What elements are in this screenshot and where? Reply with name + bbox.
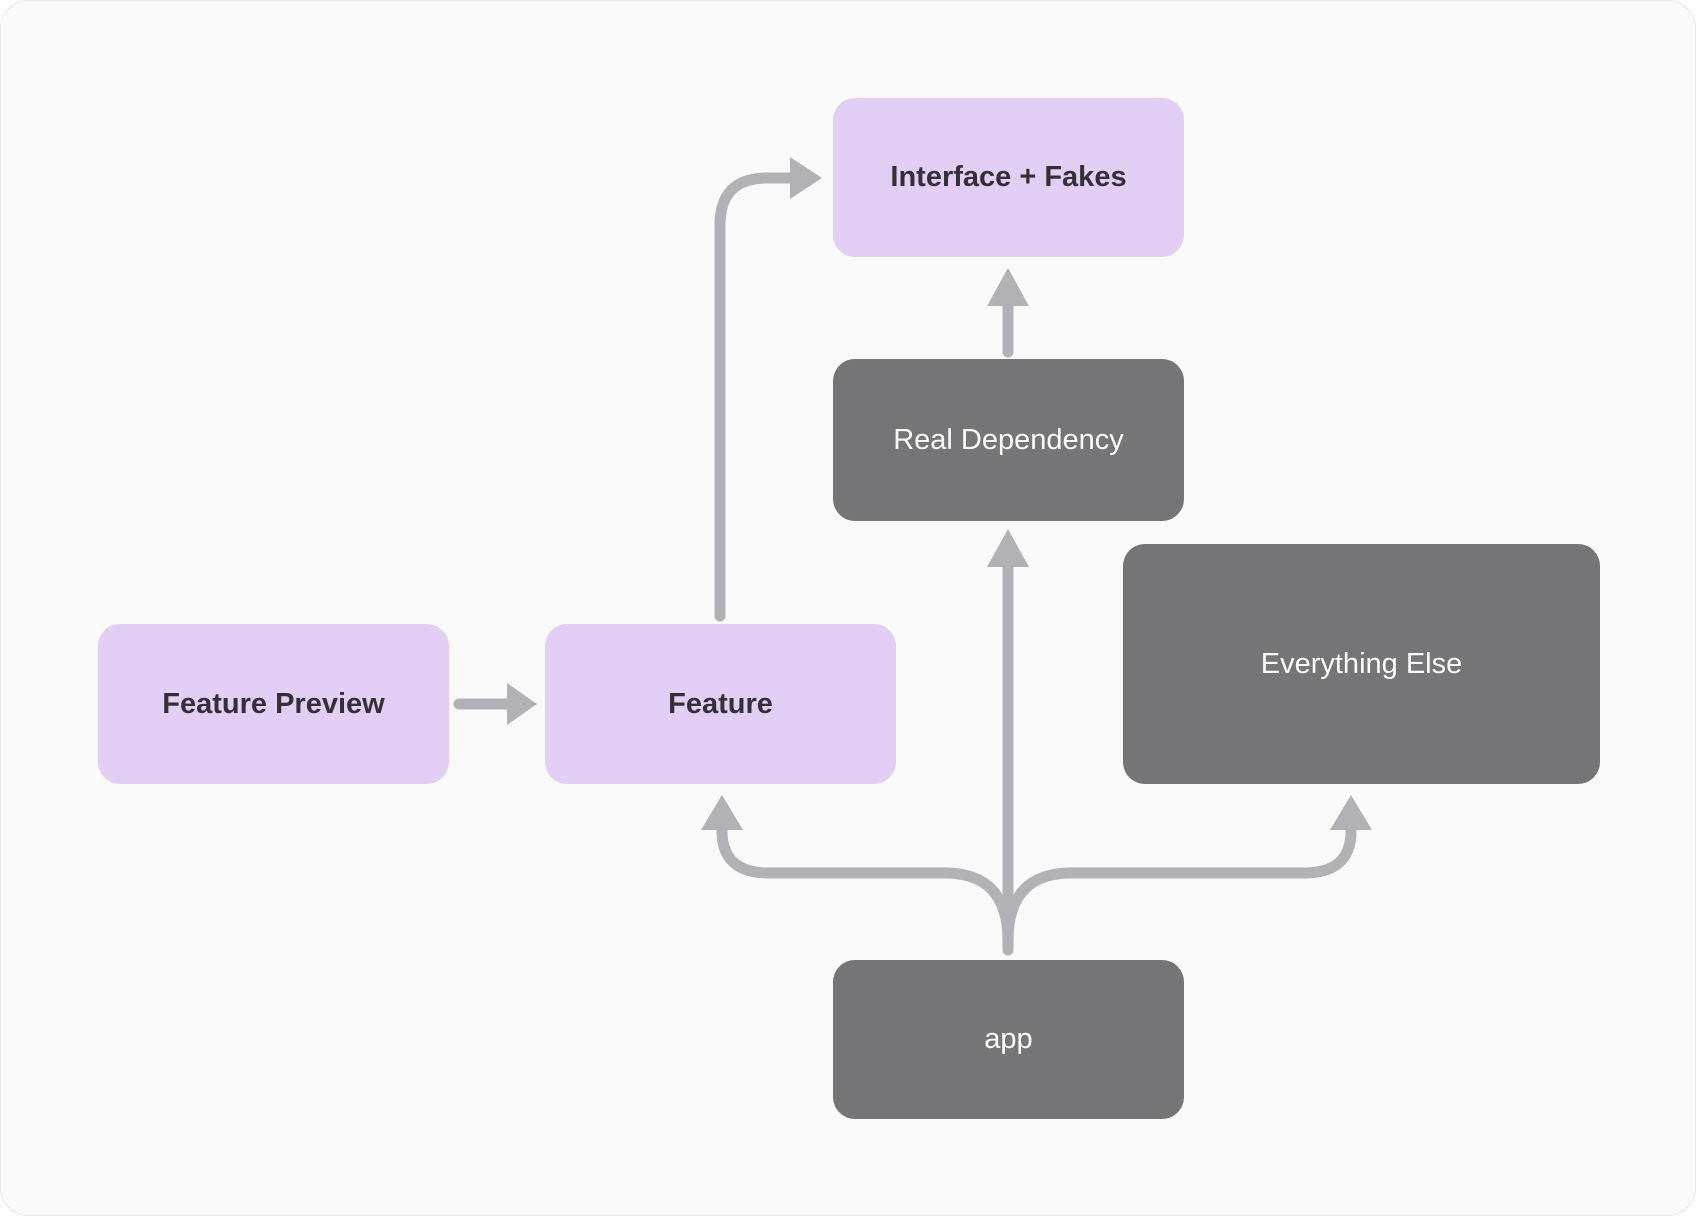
arrow-app-to-feature [701,795,1014,947]
arrow-real-dependency-to-interface-fakes [987,268,1029,358]
arrow-app-to-real-dependency [987,529,1029,956]
node-everything-else: Everything Else [1123,544,1600,784]
node-interface-fakes: Interface + Fakes [833,98,1184,257]
node-app-label: app [984,1023,1033,1056]
node-everything-else-label: Everything Else [1260,647,1463,680]
arrow-app-to-everything-else [1002,795,1372,947]
node-real-dependency-label: Real Dependency [893,423,1124,456]
node-app: app [833,960,1184,1119]
node-feature-preview: Feature Preview [98,624,449,784]
arrow-feature-to-interface-fakes [714,157,822,622]
node-interface-fakes-label: Interface + Fakes [890,161,1127,194]
node-real-dependency: Real Dependency [833,359,1184,521]
arrow-feature-preview-to-feature [453,683,537,725]
node-feature: Feature [545,624,896,784]
node-feature-label: Feature [668,687,773,720]
node-feature-preview-label: Feature Preview [162,687,385,720]
